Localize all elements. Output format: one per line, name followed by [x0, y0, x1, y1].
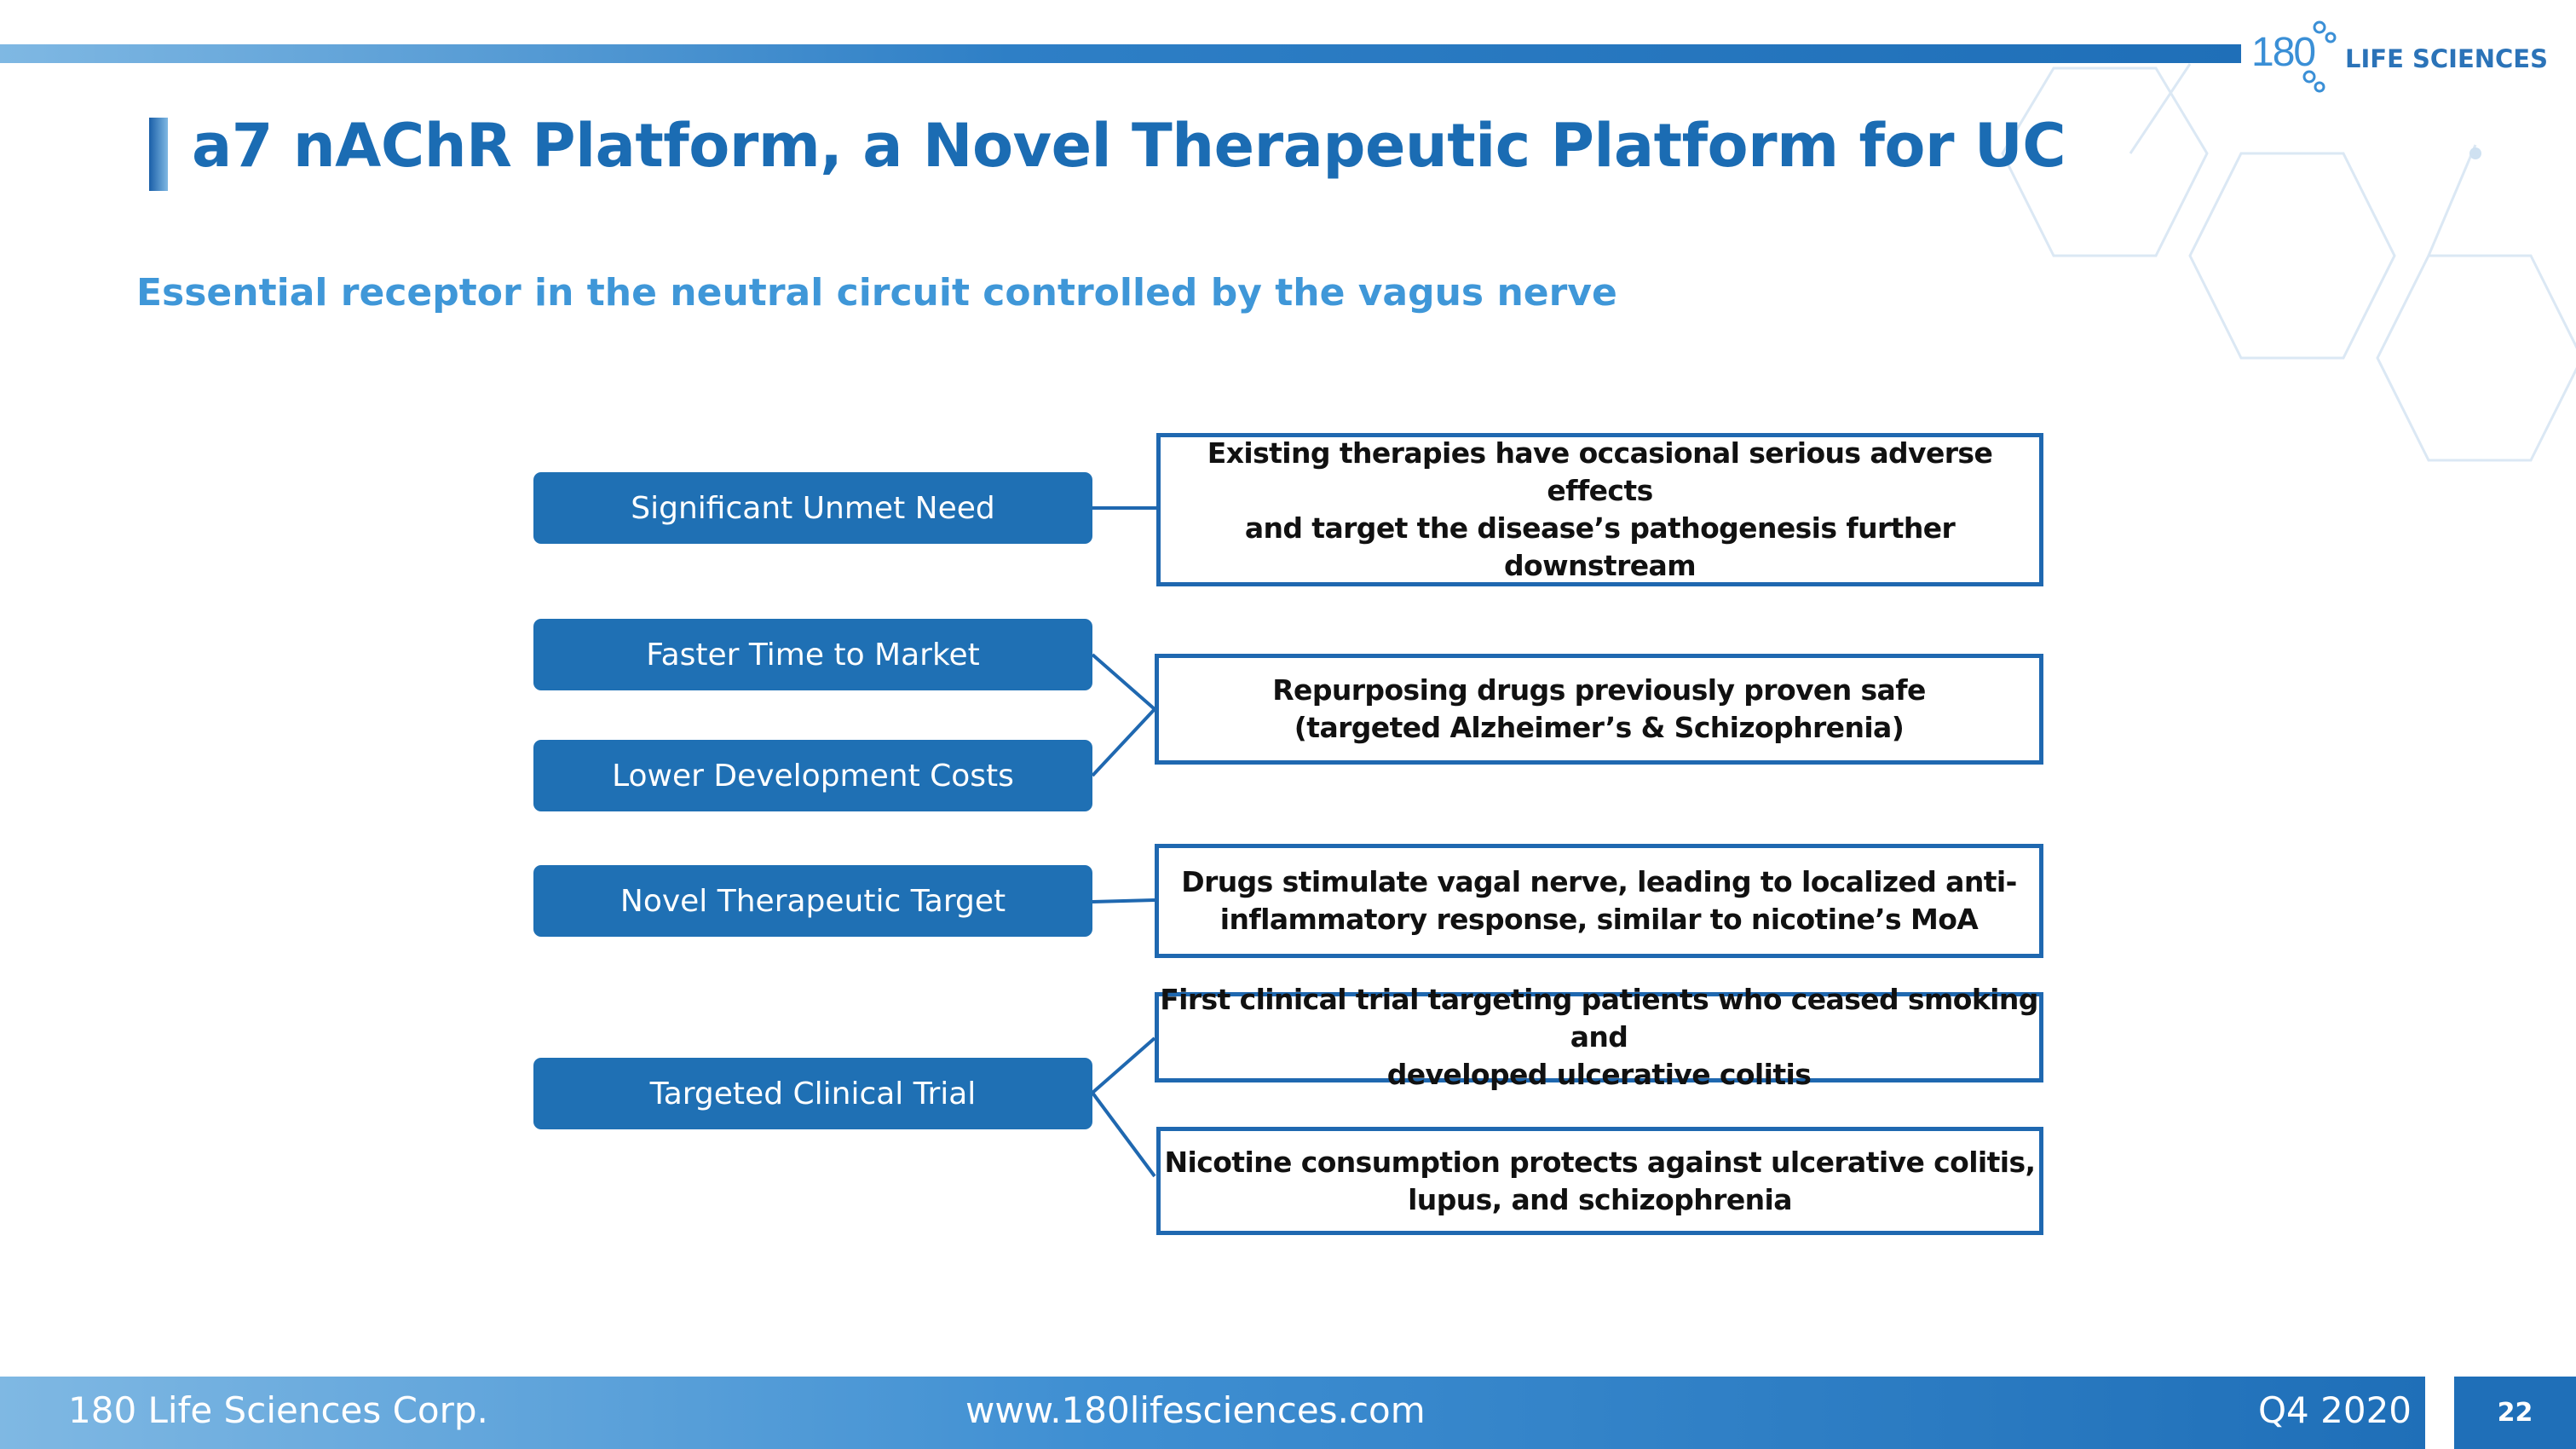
connector-line: [1091, 707, 1156, 777]
header-bar: [0, 44, 2241, 63]
company-logo: 180 LIFE SCIENCES: [2250, 12, 2565, 97]
outcome-first-clinical-trial: First clinical trial targeting patients …: [1155, 983, 2043, 1091]
logo-number: 180: [2251, 30, 2316, 75]
footer-period: Q4 2020: [2258, 1389, 2412, 1431]
driver-targeted-clinical-trial: Targeted Clinical Trial: [533, 1058, 1092, 1129]
outcome-nicotine-protection: Nicotine consumption protects against ul…: [1156, 1127, 2043, 1235]
page-title: a7 nAChR Platform, a Novel Therapeutic P…: [192, 111, 2066, 181]
connector-line: [1092, 898, 1155, 903]
connector-line: [1091, 1036, 1156, 1094]
driver-lower-development-costs: Lower Development Costs: [533, 740, 1092, 811]
outcome-existing-therapies: Existing therapies have occasional serio…: [1156, 433, 2043, 586]
connector-line: [1091, 1091, 1156, 1178]
outcome-repurposing-drugs: Repurposing drugs previously proven safe…: [1155, 654, 2043, 765]
driver-novel-therapeutic-target: Novel Therapeutic Target: [533, 865, 1092, 937]
molecule-icon: [2302, 20, 2337, 93]
footer-website: www.180lifesciences.com: [965, 1389, 1426, 1431]
connector-line: [1091, 653, 1156, 711]
logo-text: LIFE SCIENCES: [2345, 44, 2549, 73]
driver-significant-unmet-need: Significant Unmet Need: [533, 472, 1092, 544]
page-subtitle: Essential receptor in the neutral circui…: [136, 271, 1617, 315]
title-accent-bar: [149, 118, 168, 191]
footer-company: 180 Life Sciences Corp.: [68, 1389, 488, 1431]
page-number: 22: [2454, 1377, 2576, 1449]
footer-bar: [0, 1377, 2425, 1449]
outcome-vagal-stimulation: Drugs stimulate vagal nerve, leading to …: [1155, 844, 2043, 958]
hexagon-background-decoration: [2001, 63, 2576, 462]
driver-faster-time-to-market: Faster Time to Market: [533, 619, 1092, 690]
